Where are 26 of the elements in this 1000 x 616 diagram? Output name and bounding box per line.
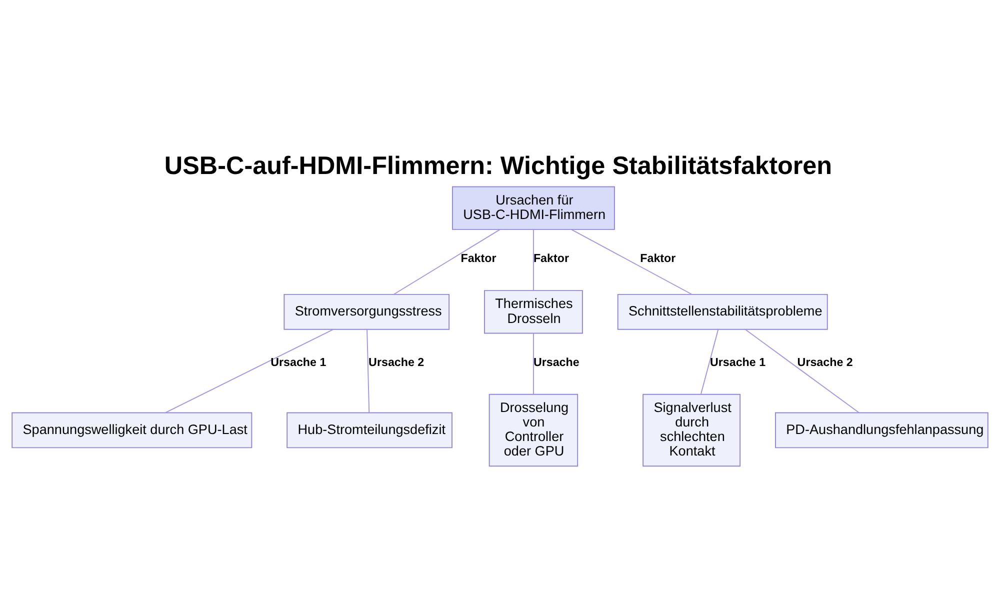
edge-label: Ursache 1	[710, 355, 766, 368]
node-box: PD-Aushandlungsfehlanpassung	[774, 412, 988, 448]
connector	[393, 228, 500, 294]
node-box: Spannungswelligkeit durch GPU-Last	[12, 412, 252, 448]
edge-label: Faktor	[640, 252, 676, 265]
edge-label: Faktor	[460, 252, 496, 265]
node-box: Hub-Stromteilungsdefizit	[286, 412, 452, 448]
node-box: Stromversorgungsstress	[284, 293, 450, 330]
node-box: Drosselung von Controller oder GPU	[488, 393, 578, 466]
connector	[366, 328, 370, 413]
edge-label: Ursache 1	[270, 355, 326, 368]
connector	[700, 328, 719, 394]
edge-label: Ursache 2	[368, 355, 424, 368]
connector	[164, 328, 334, 413]
edge-label: Ursache 2	[797, 355, 853, 368]
node-box: Signalverlust durch schlechten Kontakt	[642, 393, 741, 466]
connector	[532, 228, 534, 290]
edge-label: Ursache	[533, 355, 580, 368]
connector	[744, 328, 860, 413]
diagram-title: USB-C-auf-HDMI-Flimmern: Wichtige Stabilitätsfaktoren	[164, 151, 832, 180]
node-box: Thermisches Drosseln	[484, 290, 583, 334]
connector	[571, 228, 692, 294]
node-box: Schnittstellenstabilitätsprobleme	[617, 293, 828, 330]
node-box: Ursachen für USB-C-HDMI-Flimmern	[452, 186, 615, 230]
edge-label: Faktor	[533, 252, 569, 265]
connector	[532, 332, 534, 394]
